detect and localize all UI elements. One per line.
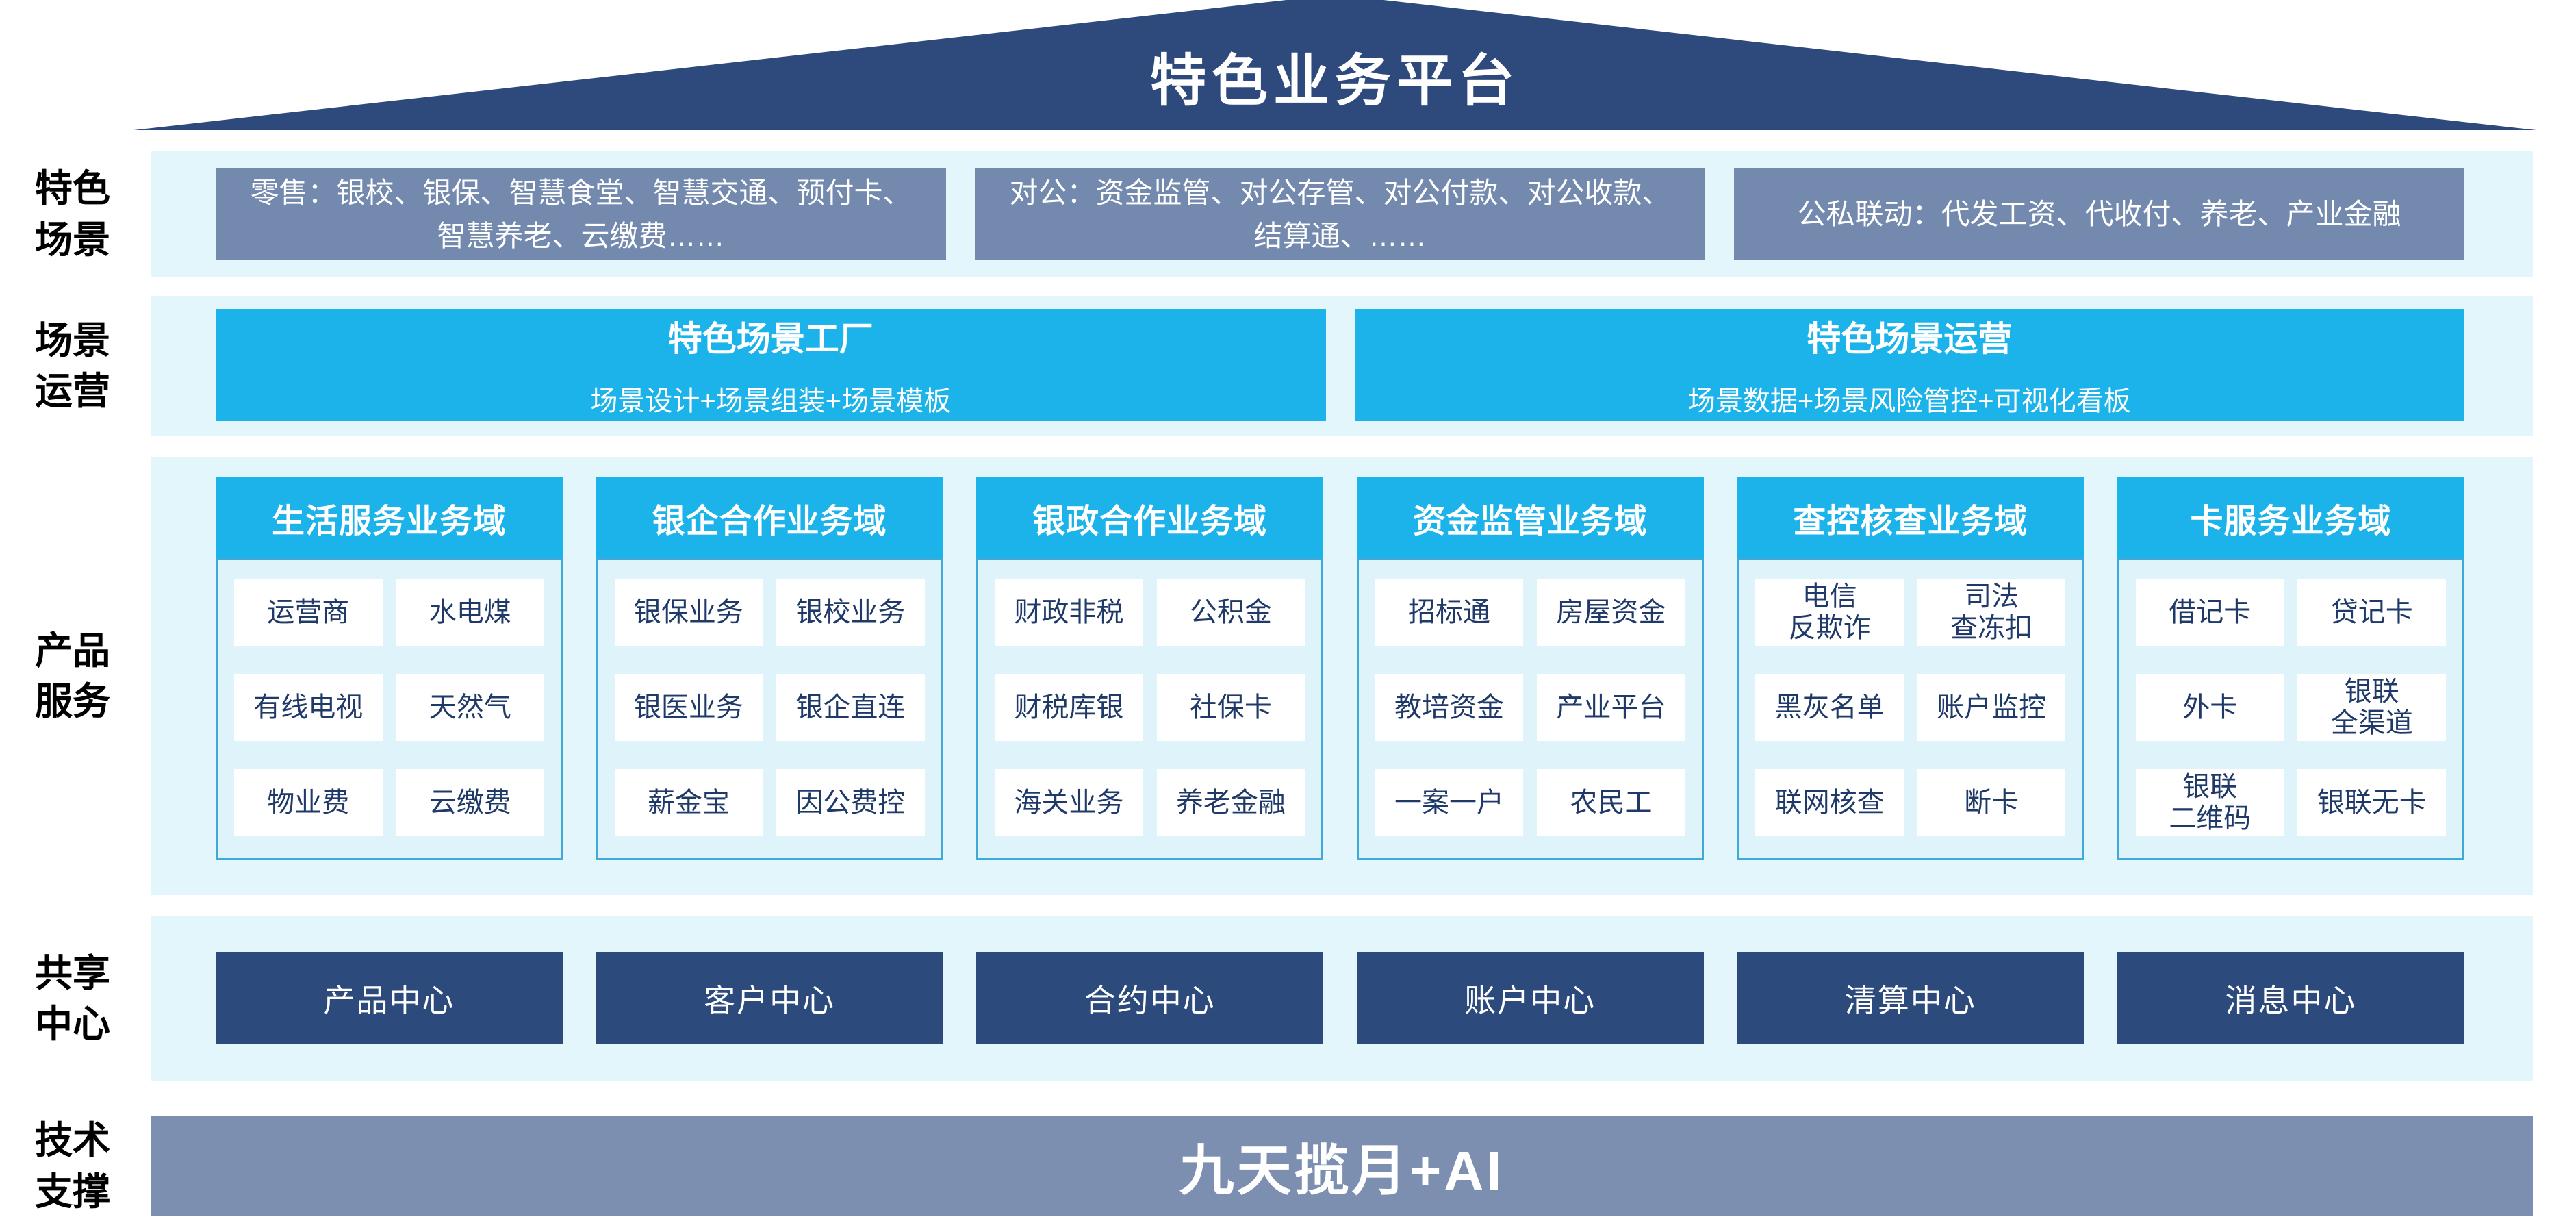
domain-panel-life-service: 生活服务业务域 运营商 水电煤 有线电视 天然气 物业费 云缴费 [216, 477, 563, 860]
roof-banner: 特色业务平台 [133, 0, 2536, 130]
center-box-customer: 客户中心 [596, 952, 943, 1044]
domain-body: 银保业务 银校业务 银医业务 银企直连 薪金宝 因公费控 [596, 558, 943, 860]
side-label-products: 产品 服务 [34, 629, 110, 722]
domain-item: 水电煤 [396, 579, 544, 646]
domain-body: 招标通 房屋资金 教培资金 产业平台 一案一户 农民工 [1356, 558, 1704, 860]
side-label-sharing: 共享 中心 [34, 951, 110, 1045]
op-box-title: 特色场景运营 [1807, 320, 2013, 358]
domain-item: 社保卡 [1156, 674, 1305, 741]
side-label-operation: 场景 运营 [34, 318, 110, 412]
scene-box-public-private-linkage: 公私联动：代发工资、代收付、养老、产业金融 [1734, 168, 2464, 260]
side-label-tech: 技术 支撑 [34, 1119, 110, 1213]
domain-item: 运营商 [234, 579, 383, 646]
domain-item: 银联无卡 [2297, 769, 2446, 836]
center-box-product: 产品中心 [216, 952, 563, 1044]
tech-support-bar: 九天揽月+AI [151, 1116, 2533, 1216]
domain-header: 资金监管业务域 [1356, 477, 1704, 558]
domain-item: 教培资金 [1375, 674, 1524, 741]
domain-body: 财政非税 公积金 财税库银 社保卡 海关业务 养老金融 [976, 558, 1324, 860]
domain-panel-card-service: 卡服务业务域 借记卡 贷记卡 外卡 银联 全渠道 银联 二维码 银联无卡 [2117, 477, 2464, 860]
domain-panel-inspection-verification: 查控核查业务域 电信 反欺诈 司法 查冻扣 黑灰名单 账户监控 联网核查 断卡 [1737, 477, 2084, 860]
domain-panel-fund-supervision: 资金监管业务域 招标通 房屋资金 教培资金 产业平台 一案一户 农民工 [1356, 477, 1704, 860]
domain-item: 银校业务 [776, 579, 925, 646]
domain-header: 生活服务业务域 [216, 477, 563, 558]
domain-item: 账户监控 [1917, 674, 2066, 741]
page-title: 特色业务平台 [1149, 50, 1520, 112]
domain-body: 运营商 水电煤 有线电视 天然气 物业费 云缴费 [216, 558, 563, 860]
domain-item: 黑灰名单 [1755, 674, 1904, 741]
domain-item: 财税库银 [995, 674, 1143, 741]
domain-header: 银企合作业务域 [596, 477, 943, 558]
domain-item: 贷记卡 [2297, 579, 2446, 646]
domain-item: 断卡 [1917, 769, 2066, 836]
center-box-contract: 合约中心 [976, 952, 1324, 1044]
center-box-message: 消息中心 [2117, 952, 2464, 1044]
domain-header: 银政合作业务域 [976, 477, 1324, 558]
domain-item: 云缴费 [396, 769, 544, 836]
center-box-clearing: 清算中心 [1737, 952, 2084, 1044]
domain-item: 物业费 [234, 769, 383, 836]
center-box-account: 账户中心 [1356, 952, 1704, 1044]
domain-item: 薪金宝 [614, 769, 763, 836]
domain-header: 查控核查业务域 [1737, 477, 2084, 558]
side-label-scenes: 特色 场景 [34, 167, 110, 261]
domain-panel-bank-enterprise: 银企合作业务域 银保业务 银校业务 银医业务 银企直连 薪金宝 因公费控 [596, 477, 943, 860]
domain-item: 外卡 [2135, 674, 2284, 741]
domain-body: 借记卡 贷记卡 外卡 银联 全渠道 银联 二维码 银联无卡 [2117, 558, 2464, 860]
row-scenes: 零售：银校、银保、智慧食堂、智慧交通、预付卡、智慧养老、云缴费…… 对公：资金监… [216, 168, 2464, 260]
domain-item: 司法 查冻扣 [1917, 579, 2066, 646]
domain-item: 银保业务 [614, 579, 763, 646]
domain-item: 招标通 [1375, 579, 1524, 646]
domain-item: 房屋资金 [1537, 579, 1685, 646]
domain-item: 养老金融 [1156, 769, 1305, 836]
row-product-domains: 生活服务业务域 运营商 水电煤 有线电视 天然气 物业费 云缴费 银企合作业务域… [216, 477, 2464, 860]
domain-item: 海关业务 [995, 769, 1143, 836]
domain-item: 银联 全渠道 [2297, 674, 2446, 741]
domain-item: 农民工 [1537, 769, 1685, 836]
op-box-scene-operation: 特色场景运营 场景数据+场景风险管控+可视化看板 [1354, 309, 2464, 421]
op-box-subtitle: 场景设计+场景组装+场景模板 [590, 386, 952, 416]
op-box-subtitle: 场景数据+场景风险管控+可视化看板 [1687, 386, 2131, 416]
row-operation: 特色场景工厂 场景设计+场景组装+场景模板 特色场景运营 场景数据+场景风险管控… [216, 309, 2464, 421]
domain-item: 借记卡 [2135, 579, 2284, 646]
row-sharing-centers: 产品中心 客户中心 合约中心 账户中心 清算中心 消息中心 [216, 952, 2464, 1044]
domain-item: 银企直连 [776, 674, 925, 741]
domain-item: 银医业务 [614, 674, 763, 741]
op-box-title: 特色场景工厂 [667, 320, 873, 358]
domain-panel-bank-government: 银政合作业务域 财政非税 公积金 财税库银 社保卡 海关业务 养老金融 [976, 477, 1324, 860]
scene-box-corporate: 对公：资金监管、对公存管、对公付款、对公收款、结算通、…… [975, 168, 1705, 260]
domain-item: 因公费控 [776, 769, 925, 836]
domain-item: 电信 反欺诈 [1755, 579, 1904, 646]
domain-item: 有线电视 [234, 674, 383, 741]
domain-item: 产业平台 [1537, 674, 1685, 741]
op-box-scene-factory: 特色场景工厂 场景设计+场景组装+场景模板 [216, 309, 1326, 421]
domain-item: 联网核查 [1755, 769, 1904, 836]
domain-item: 公积金 [1156, 579, 1305, 646]
domain-item: 银联 二维码 [2135, 769, 2284, 836]
domain-item: 一案一户 [1375, 769, 1524, 836]
domain-header: 卡服务业务域 [2117, 477, 2464, 558]
scene-box-retail: 零售：银校、银保、智慧食堂、智慧交通、预付卡、智慧养老、云缴费…… [216, 168, 946, 260]
domain-item: 财政非税 [995, 579, 1143, 646]
domain-body: 电信 反欺诈 司法 查冻扣 黑灰名单 账户监控 联网核查 断卡 [1737, 558, 2084, 860]
domain-item: 天然气 [396, 674, 544, 741]
